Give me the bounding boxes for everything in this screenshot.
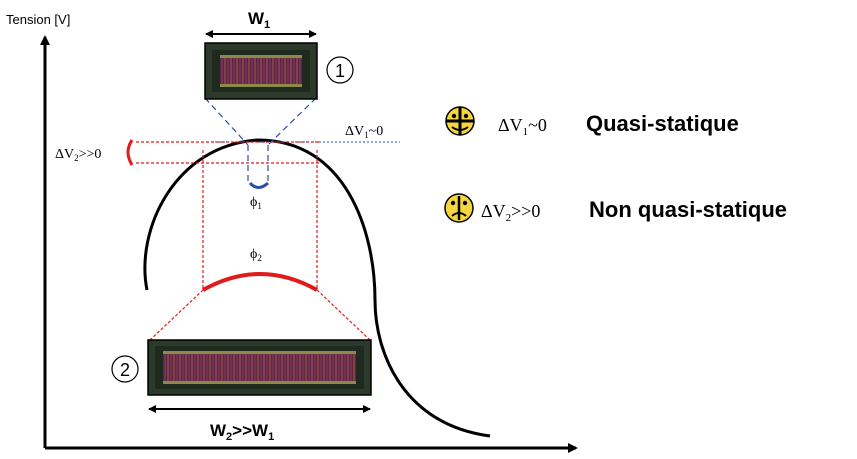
- chip2-guides: [136, 141, 371, 341]
- chip-rail: [220, 55, 302, 58]
- chip1-number: 1: [335, 61, 345, 81]
- delta-v2-bracket: [126, 139, 134, 166]
- chip2-number-badge: [111, 355, 139, 383]
- happy-face-icon: [445, 106, 475, 136]
- phi1-label: ϕ1: [250, 195, 262, 211]
- chip2-layout-image: [147, 339, 372, 396]
- chip1-guides: [204, 97, 317, 185]
- phi2-label: ϕ2: [250, 247, 262, 263]
- legend-quasi-delta: ΔV1~0: [498, 115, 547, 138]
- w1-label: W1: [248, 9, 270, 31]
- legend-quasi-label: Quasi-statique: [586, 111, 739, 136]
- phi1-arc: [248, 181, 270, 189]
- chip2-number: 2: [120, 360, 130, 380]
- delta-v2-label: ΔV2>>0: [55, 147, 101, 163]
- w2-label: W2>>W1: [210, 421, 274, 443]
- phi2-arc: [202, 272, 318, 292]
- chip1-layout-image: [204, 42, 318, 100]
- delta-v1-label: ΔV1~0: [345, 124, 383, 140]
- sad-face-icon: [444, 193, 474, 223]
- tension-curve: [143, 138, 491, 438]
- legend-row-non-quasi-static: ΔV2>>0 Non quasi-statique: [444, 193, 787, 224]
- legend-non-quasi-label: Non quasi-statique: [589, 197, 787, 222]
- chip-rail: [163, 381, 356, 384]
- y-axis-label: Tension [V]: [6, 12, 70, 27]
- chip-rail: [220, 84, 302, 87]
- legend-non-quasi-delta: ΔV2>>0: [481, 201, 540, 224]
- chip1-number-badge: [326, 56, 354, 84]
- chip-rail: [163, 351, 356, 354]
- legend-row-quasi-static: ΔV1~0 Quasi-statique: [445, 106, 739, 138]
